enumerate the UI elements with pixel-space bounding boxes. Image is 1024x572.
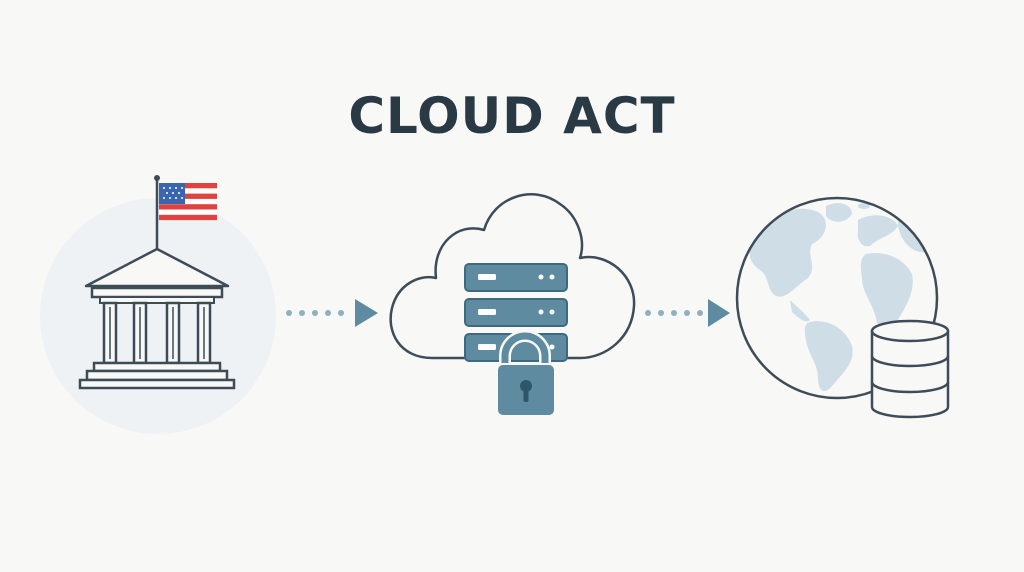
- arrow-head-icon: [355, 299, 378, 327]
- building-roof: [84, 247, 230, 288]
- cloud-server-lock-icon: [389, 193, 636, 417]
- globe-outline: [735, 196, 939, 400]
- diagram-title: CLOUD ACT: [348, 87, 676, 145]
- server-rack-icon: [464, 263, 568, 362]
- arrow-head-icon: [708, 299, 730, 327]
- government-building-with-us-flag-icon: [40, 175, 276, 434]
- connector-cloud-to-globe: [645, 299, 730, 327]
- database-icon: [870, 319, 950, 419]
- padlock-icon: [496, 330, 556, 417]
- connector-government-to-cloud: [286, 299, 378, 327]
- us-flag-icon: [159, 183, 217, 221]
- globe-database-icon: [735, 196, 950, 419]
